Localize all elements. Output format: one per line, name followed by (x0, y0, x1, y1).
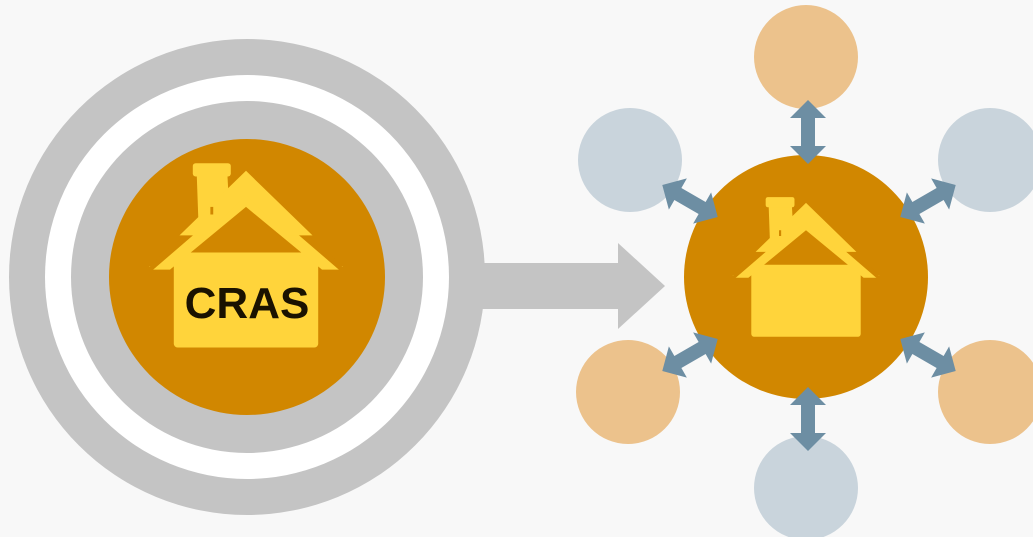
double-arrow-icon (790, 387, 826, 451)
satellite-bottom (754, 436, 858, 537)
double-arrow-icon (900, 332, 956, 378)
satellite-upper-right (938, 108, 1033, 212)
flow-arrow (475, 243, 665, 329)
source-group: CRAS (9, 39, 485, 515)
satellite-top (754, 5, 858, 109)
double-arrow-icon (790, 100, 826, 164)
double-arrow-icon (662, 332, 718, 378)
double-arrow-icon (900, 178, 956, 224)
source-label: CRAS (185, 279, 310, 328)
arrow-right-icon (475, 243, 665, 329)
satellite-upper-left (578, 108, 682, 212)
satellite-lower-right (938, 340, 1033, 444)
satellite-lower-left (576, 340, 680, 444)
connector-arrows (662, 100, 956, 451)
network-group (576, 5, 1033, 537)
double-arrow-icon (662, 178, 718, 224)
